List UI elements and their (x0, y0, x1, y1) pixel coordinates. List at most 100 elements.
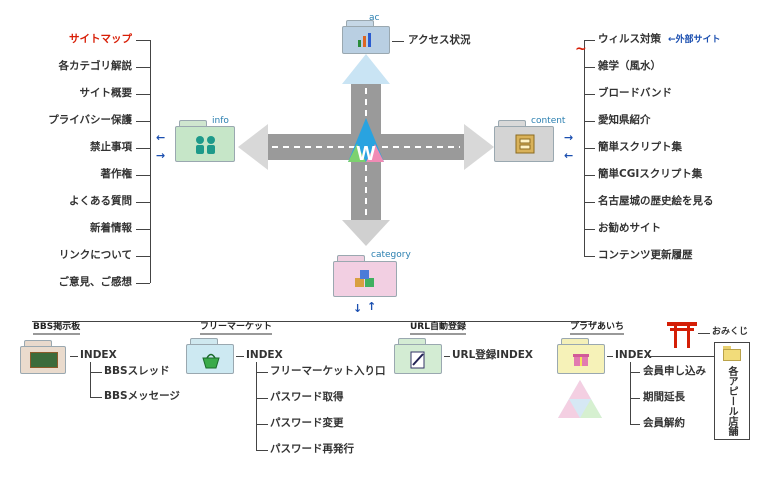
flea-item[interactable]: パスワード変更 (270, 417, 344, 429)
connector (698, 333, 710, 334)
right-menu-item[interactable]: 名古屋城の歴史絵を見る (598, 195, 714, 207)
info-folder[interactable] (175, 120, 237, 162)
tick (136, 175, 150, 176)
left-menu-item[interactable]: リンクについて (58, 249, 132, 261)
up-arrow-icon: ↑ (367, 300, 377, 313)
connector (392, 41, 404, 42)
torii-icon[interactable] (666, 320, 698, 348)
flea-title: フリーマーケット (200, 322, 273, 335)
flea-item[interactable]: フリーマーケット入り口 (270, 365, 386, 377)
category-label: category (371, 250, 411, 260)
tick (136, 148, 150, 149)
right-menu-item[interactable]: 愛知県紹介 (598, 114, 651, 126)
bbs-title: BBS掲示板 (33, 322, 81, 335)
blocks-icon (355, 270, 374, 287)
info-label: info (212, 116, 229, 126)
plaza-item[interactable]: 期間延長 (643, 391, 685, 403)
connector (90, 397, 102, 398)
ac-label: ac (369, 13, 380, 23)
flea-item[interactable]: パスワード取得 (270, 391, 344, 403)
plaza-item[interactable]: 会員解約 (643, 417, 685, 429)
crossroad-graphic: W (238, 54, 494, 246)
tick (136, 202, 150, 203)
tick (136, 283, 150, 284)
tick (584, 148, 595, 149)
connector (607, 356, 613, 357)
url-title: URL自動登録 (410, 322, 466, 335)
connector (256, 398, 268, 399)
flea-folder[interactable] (186, 338, 236, 374)
right-menu-item[interactable]: 雑学（風水） (598, 60, 661, 72)
plaza-item[interactable]: 会員申し込み (643, 365, 706, 377)
ac-folder[interactable] (342, 20, 392, 54)
tick (136, 67, 150, 68)
board-icon (30, 352, 58, 368)
left-arrow-icon: ← (156, 131, 166, 144)
connector (630, 372, 640, 373)
bbs-item[interactable]: BBSスレッド (104, 365, 170, 377)
flea-index-link[interactable]: INDEX (246, 349, 283, 361)
basket-icon (202, 353, 220, 369)
bbs-item[interactable]: BBSメッセージ (104, 390, 180, 402)
tick (136, 40, 150, 41)
url-index-link[interactable]: URL登録INDEX (452, 349, 533, 361)
shops-folder-icon (723, 346, 741, 361)
right-arrow-icon: → (564, 131, 574, 144)
shops-box[interactable] (714, 342, 750, 440)
flea-item[interactable]: パスワード再発行 (270, 443, 354, 455)
cabinet-icon (515, 134, 535, 154)
connector (630, 398, 640, 399)
left-menu-item[interactable]: サイトマップ (69, 33, 132, 45)
chart-icon (358, 33, 371, 47)
left-menu-item[interactable]: 各カテゴリ解説 (58, 60, 133, 72)
plaza-folder[interactable] (557, 338, 607, 374)
connector (256, 362, 257, 450)
plaza-logo-icon (558, 380, 602, 418)
connector (70, 356, 78, 357)
connector (236, 356, 244, 357)
omikuji-link[interactable]: おみくじ (712, 327, 749, 337)
tick (584, 121, 595, 122)
right-menu-item[interactable]: ウィルス対策 (598, 33, 661, 45)
right-menu-item[interactable]: お勧めサイト (598, 222, 661, 234)
left-menu-item[interactable]: ご意見、ご感想 (58, 276, 133, 288)
bottom-bus-line (32, 321, 592, 322)
left-menu-item[interactable]: 新着情報 (90, 222, 132, 234)
tick (584, 94, 595, 95)
bbs-index-link[interactable]: INDEX (80, 349, 117, 361)
external-site-note: ←外部サイト (668, 35, 721, 45)
right-menu-item[interactable]: 簡単CGIスクリプト集 (598, 168, 703, 180)
left-menu-item[interactable]: プライバシー保護 (48, 114, 132, 126)
connector (444, 356, 450, 357)
connector (648, 356, 714, 357)
url-folder[interactable] (394, 338, 444, 374)
gift-icon (573, 354, 589, 366)
plaza-index-link[interactable]: INDEX (615, 349, 652, 361)
shops-link[interactable]: 各アピール店舗 (726, 366, 737, 436)
down-arrow-icon: ↓ (353, 302, 363, 315)
left-menu-item[interactable]: サイト概要 (79, 87, 133, 99)
plaza-title: プラザあいち (570, 322, 625, 335)
connector (630, 424, 640, 425)
tick (584, 40, 595, 41)
left-menu-item[interactable]: よくある質問 (69, 195, 132, 207)
tick (584, 256, 595, 257)
tilde-mark: ~ (575, 41, 587, 57)
category-folder[interactable] (333, 255, 399, 297)
left-menu-item[interactable]: 禁止事項 (90, 141, 132, 153)
left-arrow-icon: ← (564, 149, 574, 162)
connector (630, 362, 631, 424)
right-menu-item[interactable]: 簡単スクリプト集 (598, 141, 682, 153)
access-status-link[interactable]: アクセス状況 (408, 34, 471, 46)
right-menu-item[interactable]: ブロードバンド (598, 87, 673, 99)
bbs-folder[interactable] (20, 340, 68, 374)
right-arrow-icon: → (156, 149, 166, 162)
connector (90, 362, 91, 398)
connector (90, 372, 102, 373)
content-folder[interactable] (494, 120, 556, 162)
notepad-icon (410, 351, 425, 369)
left-tree-line (150, 40, 151, 283)
right-menu-item[interactable]: コンテンツ更新履歴 (598, 249, 693, 261)
tick (136, 256, 150, 257)
left-menu-item[interactable]: 著作権 (100, 168, 133, 180)
